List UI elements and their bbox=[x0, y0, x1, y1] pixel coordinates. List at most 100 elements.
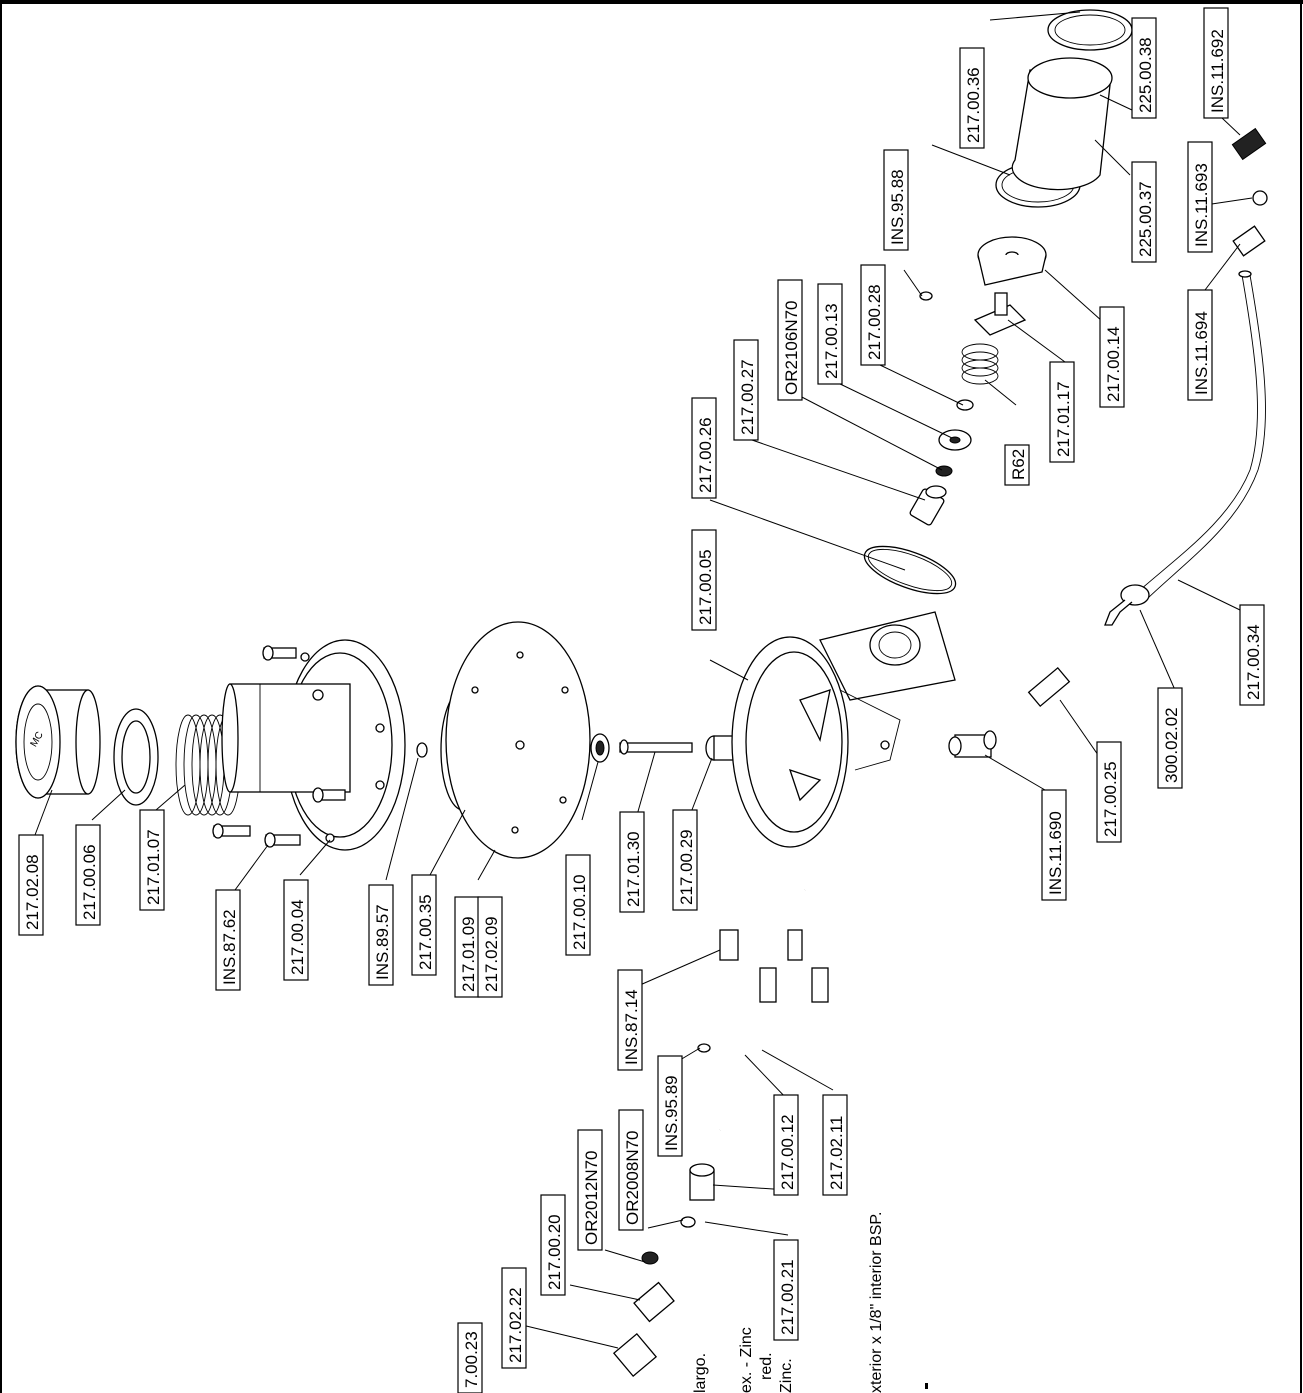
part-disc-217-00-14 bbox=[977, 236, 1047, 286]
label-217-00-13: 217.00.13 bbox=[817, 283, 843, 385]
part-seat-217-00-13 bbox=[938, 429, 972, 451]
label-225-00-38: 225.00.38 bbox=[1131, 17, 1157, 119]
label-217-00-34: 217.00.34 bbox=[1239, 604, 1265, 706]
label-ins-87-14: INS.87.14 bbox=[617, 969, 643, 1071]
label-217-00-26: 217.00.26 bbox=[691, 397, 717, 499]
label-ins-11-690: INS.11.690 bbox=[1041, 789, 1067, 901]
part-ring-217-00-06 bbox=[113, 708, 159, 806]
svg-text:217.00.34: 217.00.34 bbox=[1244, 624, 1263, 700]
part-screws-ins-87-14 bbox=[719, 929, 829, 1003]
svg-text:225.00.38: 225.00.38 bbox=[1136, 37, 1155, 113]
part-nut-ins-11-694 bbox=[1232, 225, 1266, 257]
svg-text:217.02.08: 217.02.08 bbox=[23, 854, 42, 930]
svg-text:217.00.29: 217.00.29 bbox=[677, 829, 696, 905]
svg-text:217.00.12: 217.00.12 bbox=[778, 1114, 797, 1190]
part-oring-217-00-26 bbox=[863, 545, 957, 595]
label-217-00-10: 217.00.10 bbox=[565, 854, 591, 956]
label-217-02-08: 217.02.08 bbox=[18, 834, 44, 936]
svg-text:300.02.02: 300.02.02 bbox=[1162, 707, 1181, 783]
label-ins-11-694: INS.11.694 bbox=[1187, 289, 1213, 401]
note-dot bbox=[925, 1383, 928, 1389]
svg-text:217.02.11: 217.02.11 bbox=[827, 1116, 846, 1190]
svg-text:217.00.27: 217.00.27 bbox=[738, 359, 757, 435]
svg-text:217.01.07: 217.01.07 bbox=[144, 829, 163, 905]
note-bsp: xterior x 1/8" interior BSP. bbox=[868, 1212, 885, 1393]
svg-text:217.00.10: 217.00.10 bbox=[570, 874, 589, 950]
part-ring-225-00-38 bbox=[1047, 9, 1133, 51]
svg-text:217.00.28: 217.00.28 bbox=[865, 284, 884, 360]
svg-text:217.01.09: 217.01.09 bbox=[459, 916, 478, 992]
svg-text:INS.11.693: INS.11.693 bbox=[1192, 163, 1211, 247]
svg-text:largo.: largo. bbox=[692, 1353, 709, 1393]
svg-text:217.01.30: 217.01.30 bbox=[624, 831, 643, 907]
svg-text:217.00.04: 217.00.04 bbox=[288, 899, 307, 975]
svg-text:217.00.25: 217.00.25 bbox=[1101, 761, 1120, 837]
svg-text:217.00.20: 217.00.20 bbox=[545, 1214, 564, 1290]
svg-text:217.00.13: 217.00.13 bbox=[822, 303, 841, 379]
svg-text:217.00.36: 217.00.36 bbox=[964, 67, 983, 143]
part-sleeve-217-00-21 bbox=[689, 1163, 715, 1201]
part-fitting-217-00-25 bbox=[1027, 666, 1071, 708]
leader-lines bbox=[34, 11, 1253, 1349]
svg-text:217.02.09: 217.02.09 bbox=[482, 916, 501, 992]
svg-text:xterior x 1/8" interior BSP.: xterior x 1/8" interior BSP. bbox=[868, 1212, 885, 1393]
part-oring-or2008n70 bbox=[680, 1216, 696, 1228]
svg-text:225.00.37: 225.00.37 bbox=[1136, 181, 1155, 257]
part-oring-or2106n70 bbox=[935, 465, 953, 477]
label-217-00-14: 217.00.14 bbox=[1099, 306, 1125, 408]
label-or2106n70: OR2106N70 bbox=[777, 279, 803, 401]
svg-text:217.00.05: 217.00.05 bbox=[696, 549, 715, 625]
part-screws-ins-87-62 bbox=[212, 645, 346, 848]
svg-text:Zinc.: Zinc. bbox=[778, 1358, 795, 1393]
label-217-00-35: 217.00.35 bbox=[411, 874, 437, 976]
svg-text:R62: R62 bbox=[1009, 449, 1028, 480]
label-ins-11-693: INS.11.693 bbox=[1187, 141, 1213, 253]
svg-text:OR2012N70: OR2012N70 bbox=[582, 1150, 601, 1245]
part-fitting-217-02-22 bbox=[612, 1332, 658, 1378]
svg-text:ex. - Zinc: ex. - Zinc bbox=[738, 1327, 755, 1393]
svg-text:INS.11.690: INS.11.690 bbox=[1046, 811, 1065, 895]
part-washer-217-00-28 bbox=[956, 399, 974, 411]
part-fitting-217-00-20 bbox=[633, 1281, 675, 1323]
label-217-00-06: 217.00.06 bbox=[75, 824, 101, 926]
label-ins-95-88: INS.95.88 bbox=[883, 149, 909, 251]
svg-text:INS.11.692: INS.11.692 bbox=[1208, 29, 1227, 113]
label-217-00-29: 217.00.29 bbox=[672, 809, 698, 911]
label-217-02-09: 217.02.09 bbox=[477, 896, 503, 998]
svg-text:7.00.23: 7.00.23 bbox=[462, 1331, 481, 1388]
svg-text:OR2106N70: OR2106N70 bbox=[782, 300, 801, 395]
svg-text:217.00.06: 217.00.06 bbox=[80, 844, 99, 920]
part-nut-ins-89-57 bbox=[416, 742, 428, 758]
svg-text:INS.95.89: INS.95.89 bbox=[662, 1075, 681, 1151]
label-217-00-36: 217.00.36 bbox=[959, 47, 985, 149]
label-ins-87-62: INS.87.62 bbox=[215, 889, 241, 991]
part-pin-217-01-30 bbox=[619, 739, 693, 755]
note-largo: largo. bbox=[692, 1353, 709, 1393]
svg-text:INS.11.694: INS.11.694 bbox=[1192, 311, 1211, 395]
part-cap-217-02-08: MC bbox=[15, 685, 101, 799]
svg-text:217.00.35: 217.00.35 bbox=[416, 894, 435, 970]
part-cylinder-225-00-37 bbox=[1011, 57, 1113, 191]
svg-text:217.02.22: 217.02.22 bbox=[506, 1287, 525, 1363]
label-or2008n70: OR2008N70 bbox=[618, 1109, 644, 1231]
part-sleeve-217-00-27 bbox=[909, 485, 947, 526]
label-217-01-09: 217.01.09 bbox=[454, 896, 480, 998]
svg-text:INS.87.62: INS.87.62 bbox=[220, 909, 239, 985]
part-spring-r62 bbox=[961, 343, 999, 385]
part-pump-body-217-00-05 bbox=[731, 611, 956, 848]
part-disc-217-00-10 bbox=[590, 733, 610, 763]
label-217-02-11: 217.02.11 bbox=[822, 1094, 848, 1196]
svg-text:red.: red. bbox=[758, 1352, 775, 1380]
svg-text:INS.87.14: INS.87.14 bbox=[622, 989, 641, 1065]
svg-text:217.00.21: 217.00.21 bbox=[778, 1259, 797, 1335]
part-clip-ins-95-89 bbox=[697, 1043, 711, 1053]
part-rod-217-00-12 bbox=[718, 889, 807, 1131]
part-clip-ins-95-88 bbox=[919, 291, 933, 301]
part-diaphragm-217-01-09 bbox=[445, 621, 591, 859]
label-217-02-22: 217.02.22 bbox=[501, 1267, 527, 1369]
label-ins-95-89: INS.95.89 bbox=[657, 1055, 683, 1157]
label-300-02-02: 300.02.02 bbox=[1157, 687, 1183, 789]
note-zinc-2: Zinc. bbox=[778, 1358, 795, 1393]
